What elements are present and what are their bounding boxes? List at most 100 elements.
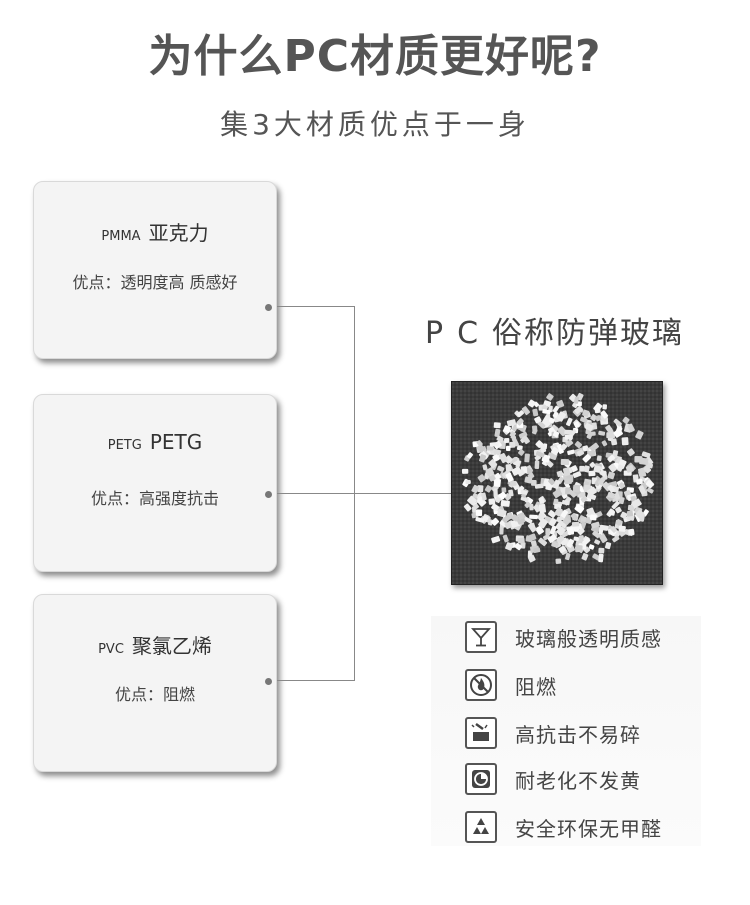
pellet <box>599 524 609 531</box>
pellet <box>608 510 616 516</box>
pellet <box>485 467 495 477</box>
pellet <box>613 418 622 427</box>
pellet <box>641 451 651 459</box>
pellet <box>488 459 498 469</box>
pellet <box>565 417 573 427</box>
material-name: 亚克力 <box>148 221 209 245</box>
pellet <box>554 507 563 517</box>
pellet <box>484 485 493 493</box>
pellet <box>580 496 588 503</box>
pellet <box>538 497 545 504</box>
pellet <box>551 541 559 548</box>
pellet <box>565 552 571 561</box>
recycle-icon <box>465 811 497 843</box>
pellet <box>635 430 644 440</box>
pellet <box>573 536 580 542</box>
pellet <box>465 479 471 485</box>
pellet <box>537 512 545 520</box>
pellet <box>505 464 512 472</box>
pellet <box>476 496 487 507</box>
pellet <box>471 484 480 494</box>
feature-item: 高抗击不易碎 <box>465 715 641 751</box>
connector-line <box>277 493 452 494</box>
pc-heading: PC俗称防弹玻璃 <box>425 308 725 352</box>
pellet <box>517 512 526 520</box>
pellet <box>591 521 600 529</box>
feature-item: 安全环保无甲醛 <box>465 809 662 845</box>
pellet <box>518 449 525 456</box>
connector-dot <box>265 678 272 685</box>
pellet <box>571 521 580 527</box>
pellet <box>461 468 469 474</box>
pellets-graphic <box>452 382 662 584</box>
pellet <box>529 514 538 520</box>
pellet <box>581 553 589 561</box>
pellet <box>548 417 555 424</box>
pellet <box>533 547 541 554</box>
pellet <box>552 489 563 499</box>
pellet <box>502 534 509 543</box>
pellet <box>586 486 597 497</box>
pellet <box>626 448 635 457</box>
pellet <box>589 514 597 521</box>
material-code: PETG <box>107 438 142 453</box>
pellet <box>552 430 560 438</box>
pellet <box>572 484 581 493</box>
material-code: PMMA <box>101 229 141 244</box>
pellet <box>508 489 514 497</box>
feature-label: 玻璃般透明质感 <box>515 626 662 651</box>
pellet <box>534 460 540 469</box>
pellet <box>475 509 483 517</box>
pellet <box>607 471 616 480</box>
pellet <box>607 484 615 493</box>
pellet <box>570 465 578 473</box>
pellet <box>612 535 620 543</box>
pc-pellets-image <box>451 381 663 585</box>
pellet <box>556 535 565 544</box>
pellet <box>587 450 596 457</box>
pellet <box>466 452 474 459</box>
pellet <box>476 443 486 453</box>
pellet <box>498 452 508 464</box>
pellet <box>607 491 615 499</box>
pellet <box>604 541 612 550</box>
pellet <box>527 399 536 408</box>
pellet <box>505 542 514 551</box>
pellet <box>613 492 621 500</box>
pc-prefix: PC <box>425 316 493 351</box>
pellet <box>631 498 642 509</box>
pellet <box>560 459 570 466</box>
pellet <box>548 478 556 486</box>
pellet <box>546 393 554 401</box>
pellet <box>579 465 585 472</box>
connector-dot <box>265 491 272 498</box>
pellet <box>552 405 560 413</box>
feature-list: 玻璃般透明质感 阻燃 高抗击不易碎 耐老化不发黄 安全环保无甲醛 <box>431 616 701 846</box>
pellet <box>607 454 616 463</box>
pellet <box>500 500 510 507</box>
pellet <box>524 501 531 509</box>
pellet <box>636 478 643 485</box>
pc-name: 俗称防弹玻璃 <box>492 316 685 351</box>
pellet <box>509 441 516 448</box>
pellet <box>601 440 608 447</box>
pellet <box>552 479 561 489</box>
pellet <box>593 465 602 473</box>
pellet <box>549 525 557 535</box>
pellet <box>505 445 511 452</box>
pellet <box>511 437 519 447</box>
pellet <box>573 396 580 404</box>
pellet <box>492 454 500 462</box>
impact-resistant-icon <box>465 717 497 749</box>
pellet <box>639 457 649 466</box>
pellet <box>528 533 537 541</box>
pellet <box>556 516 562 523</box>
pellet <box>538 503 547 514</box>
pellet <box>494 428 501 438</box>
pellet <box>615 506 622 514</box>
pellet <box>617 464 624 472</box>
pellet <box>550 424 559 433</box>
